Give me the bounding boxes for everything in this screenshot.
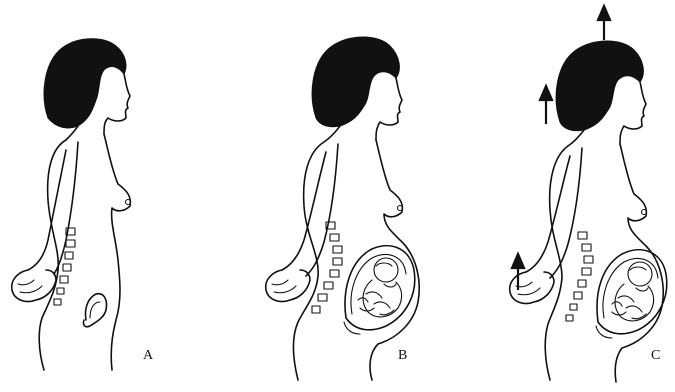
figure-b-face — [376, 78, 402, 140]
up-arrow-icon — [540, 86, 552, 124]
figure-a-face — [104, 74, 130, 134]
figure-a-uterus — [83, 294, 106, 327]
figure-a-front — [104, 134, 130, 370]
figure-b-hands — [266, 270, 310, 302]
figure-a — [12, 39, 131, 370]
figure-a-hands — [12, 270, 56, 302]
panel-label-b: B — [398, 348, 407, 364]
figure-a-hair — [44, 39, 126, 128]
figure-c-hands — [510, 272, 554, 304]
panel-label-a: A — [143, 348, 153, 364]
figure-b — [266, 37, 420, 380]
figure-c-fetus — [612, 262, 654, 321]
up-arrow-icon — [598, 6, 610, 40]
figure-b-hair — [312, 37, 399, 127]
figure-b-spine — [312, 222, 342, 313]
panel-label-c: C — [651, 348, 660, 364]
up-arrow-icon — [512, 254, 524, 290]
figure-c-back — [545, 146, 568, 380]
figure-c-spine — [566, 232, 593, 321]
figure-c-hair — [556, 41, 643, 131]
figure-b-fetus — [358, 258, 402, 317]
figure-c-face — [620, 82, 646, 144]
figure-c — [510, 6, 667, 382]
figure-b-front — [370, 140, 419, 380]
